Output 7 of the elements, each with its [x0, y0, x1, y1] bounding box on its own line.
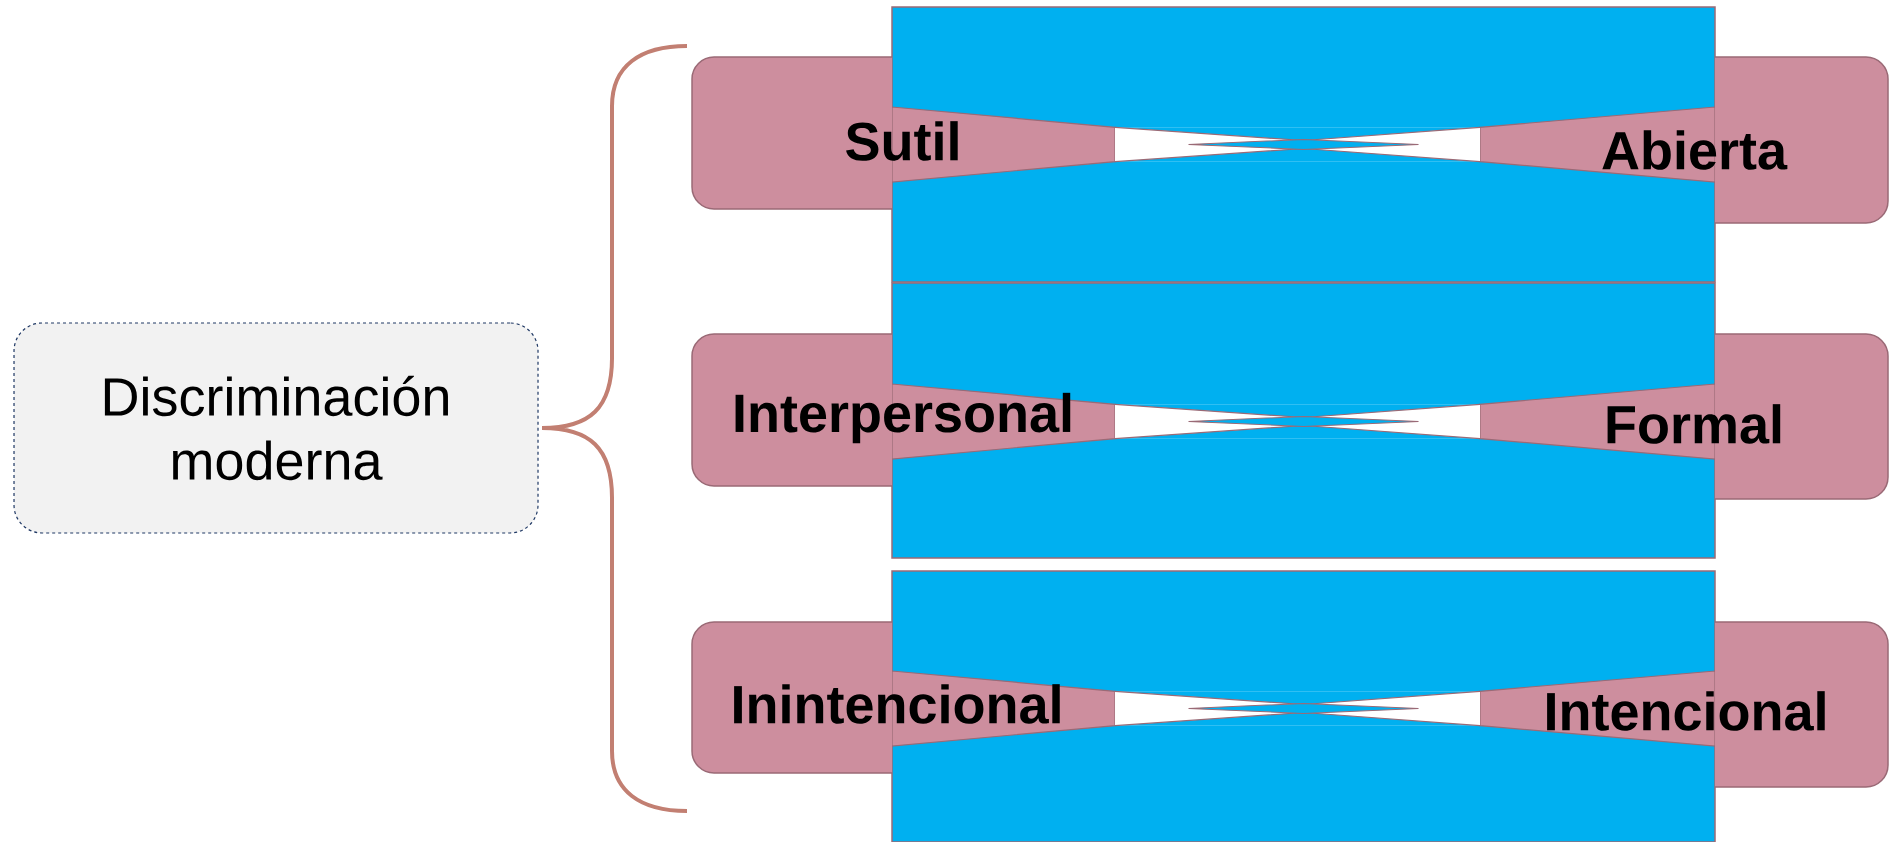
- label-box: Interpersonal: [691, 333, 1071, 487]
- label-box: Abierta: [1602, 56, 1889, 224]
- label-box: Sutil: [691, 56, 958, 210]
- label-box: Formal: [1607, 333, 1889, 500]
- label-box: Inintencional: [691, 621, 1060, 774]
- topic-box: Discriminación moderna: [13, 322, 539, 534]
- label-box: Intencional: [1547, 621, 1889, 788]
